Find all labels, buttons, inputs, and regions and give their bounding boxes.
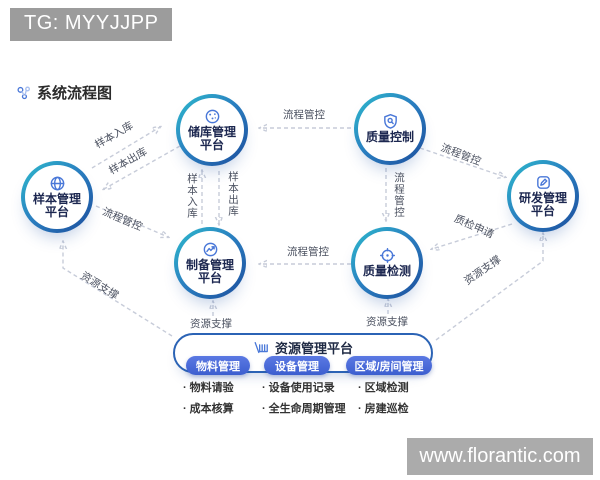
pen-icon (535, 174, 552, 191)
node-label: 储库管理平台 (187, 124, 236, 152)
edge-label-sample-in-vertical: 样本入库 (186, 173, 198, 219)
edge-label-process-control-qc-qt: 流程管控 (393, 172, 405, 218)
node-quality-control: 质量控制 (354, 93, 426, 165)
node-storage-inner: 储库管理平台 (180, 98, 244, 162)
node-qc-inner: 质量控制 (358, 97, 422, 161)
node-prep-inner: 制备管理平台 (178, 231, 242, 295)
target-icon (379, 247, 396, 264)
node-prep-platform: 制备管理平台 (174, 227, 246, 299)
node-label: 制备管理平台 (185, 257, 234, 285)
globe-icon (49, 175, 66, 192)
list-item: 房建巡检 (358, 400, 409, 416)
molecule-icon (16, 85, 32, 101)
edge-storage-to-sample (104, 145, 181, 189)
node-label: 研发管理平台 (518, 190, 567, 218)
edge-label-process-control-qt-prep: 流程管控 (287, 246, 329, 258)
page-title-text: 系统流程图 (37, 85, 113, 102)
node-qt-inner: 质量检测 (355, 231, 419, 295)
node-rd-platform: 研发管理平台 (507, 160, 579, 232)
page-title: 系统流程图 (16, 82, 112, 103)
resource-platform-title: 资源管理平台 (173, 338, 433, 357)
edge-label-resource-support-prep: 资源支撑 (188, 316, 234, 331)
pill-material-management: 物料管理 (186, 356, 250, 375)
node-sample-platform: 样本管理平台 (21, 161, 93, 233)
tg-overlay-label: TG: MYYJJPP (10, 8, 173, 41)
watermark: www.florantic.com (407, 438, 593, 475)
node-storage-platform: 储库管理平台 (176, 94, 248, 166)
edge-label-resource-support-qt: 资源支撑 (364, 314, 410, 329)
edge-qc-to-rd (419, 147, 505, 177)
list-item: 全生命周期管理 (262, 400, 346, 416)
pill-equipment-management: 设备管理 (264, 356, 330, 375)
edge-sample-to-prep (95, 205, 168, 237)
list-item: 成本核算 (183, 400, 234, 416)
edge-res-to-sample (63, 242, 173, 337)
material-items: 物料请验 成本核算 (183, 379, 234, 416)
area-room-items: 区域检测 房建巡检 (358, 379, 409, 416)
shield-icon (382, 113, 399, 130)
equipment-items: 设备使用记录 全生命周期管理 (262, 379, 346, 416)
node-quality-test: 质量检测 (351, 227, 423, 299)
edge-label-sample-out-vertical: 样本出库 (227, 171, 239, 217)
wave-icon (253, 340, 269, 356)
node-rd-inner: 研发管理平台 (511, 164, 575, 228)
edge-label-process-control-qc-storage: 流程管控 (283, 109, 325, 121)
resource-platform-title-text: 资源管理平台 (274, 341, 353, 356)
chart-icon (202, 241, 219, 258)
edge-sample-to-storage (91, 127, 160, 169)
node-sample-inner: 样本管理平台 (25, 165, 89, 229)
list-item: 设备使用记录 (262, 379, 346, 395)
list-item: 物料请验 (183, 379, 234, 395)
pill-area-room-management: 区域/房间管理 (346, 356, 432, 375)
dish-icon (204, 108, 221, 125)
list-item: 区域检测 (358, 379, 409, 395)
node-label: 质量控制 (365, 130, 414, 145)
node-label: 样本管理平台 (32, 191, 81, 219)
node-label: 质量检测 (362, 264, 411, 279)
edge-res-to-rd (435, 234, 543, 341)
